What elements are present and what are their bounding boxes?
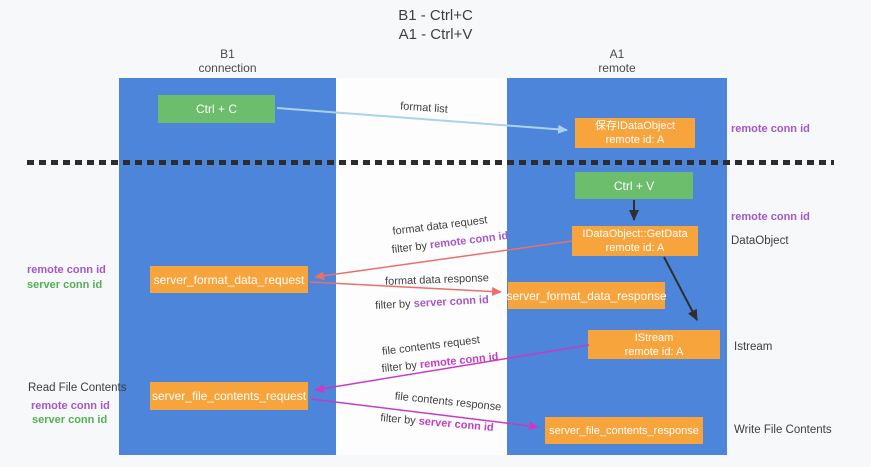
left-remote-conn-id-bottom: remote conn id [31, 400, 110, 412]
server-format-data-response-box: server_format_data_response [506, 282, 667, 309]
dashed-separator [27, 160, 834, 165]
server-file-contents-response-box: server_file_contents_response [545, 417, 703, 444]
getdata-line1: IDataObject::GetData [582, 228, 688, 240]
left-read-file-contents-label: Read File Contents [28, 382, 127, 394]
right-column-header: A1 remote [507, 47, 727, 75]
ctrl-v-label: Ctrl + V [613, 178, 655, 193]
ctrl-c-label: Ctrl + C [195, 102, 237, 116]
server-format-data-request-label: server_format_data_request [153, 272, 305, 287]
save-idataobject-line2: remote id: A [605, 134, 665, 146]
istream-line1: IStream [634, 331, 674, 344]
ctrl-c-box: Ctrl + C [158, 95, 275, 123]
getdata-box: IDataObject::GetData remote id: A [572, 226, 698, 256]
left-remote-conn-id-top: remote conn id [27, 264, 106, 276]
ctrl-v-box: Ctrl + V [575, 172, 693, 199]
left-column-role: connection [198, 61, 257, 75]
left-column-header: B1 connection [119, 47, 336, 75]
right-dataobject-label: DataObject [731, 235, 789, 247]
server-format-data-response-label: server_format_data_response [506, 288, 667, 303]
left-column-name: B1 [220, 47, 235, 61]
right-column-name: A1 [609, 47, 625, 61]
save-idataobject-box: 保存IDataObject remote id: A [575, 118, 695, 148]
server-file-contents-request-box: server_file_contents_request [150, 382, 308, 410]
right-remote-conn-id-mid: remote conn id [731, 211, 810, 223]
left-server-conn-id-bottom: server conn id [32, 414, 108, 426]
getdata-line2: remote id: A [605, 242, 665, 254]
istream-box: IStream remote id: A [588, 330, 720, 359]
left-server-conn-id-top: server conn id [27, 279, 103, 291]
right-istream-label: Istream [734, 341, 773, 353]
right-remote-conn-id-top: remote conn id [731, 123, 810, 135]
server-file-contents-request-label: server_file_contents_request [151, 389, 307, 403]
title-line-1: B1 - Ctrl+C [398, 7, 473, 24]
right-column-role: remote [598, 61, 636, 75]
filter-by-text: filter by [374, 297, 414, 312]
title-line-2: A1 - Ctrl+V [398, 26, 473, 43]
save-idataobject-line1: 保存IDataObject [594, 120, 676, 132]
istream-line2: remote id: A [624, 345, 684, 358]
server-format-data-request-box: server_format_data_request [150, 266, 308, 293]
server-file-contents-response-label: server_file_contents_response [549, 424, 699, 437]
diagram-title: B1 - Ctrl+C A1 - Ctrl+V [0, 6, 871, 44]
right-write-file-contents-label: Write File Contents [734, 424, 832, 436]
